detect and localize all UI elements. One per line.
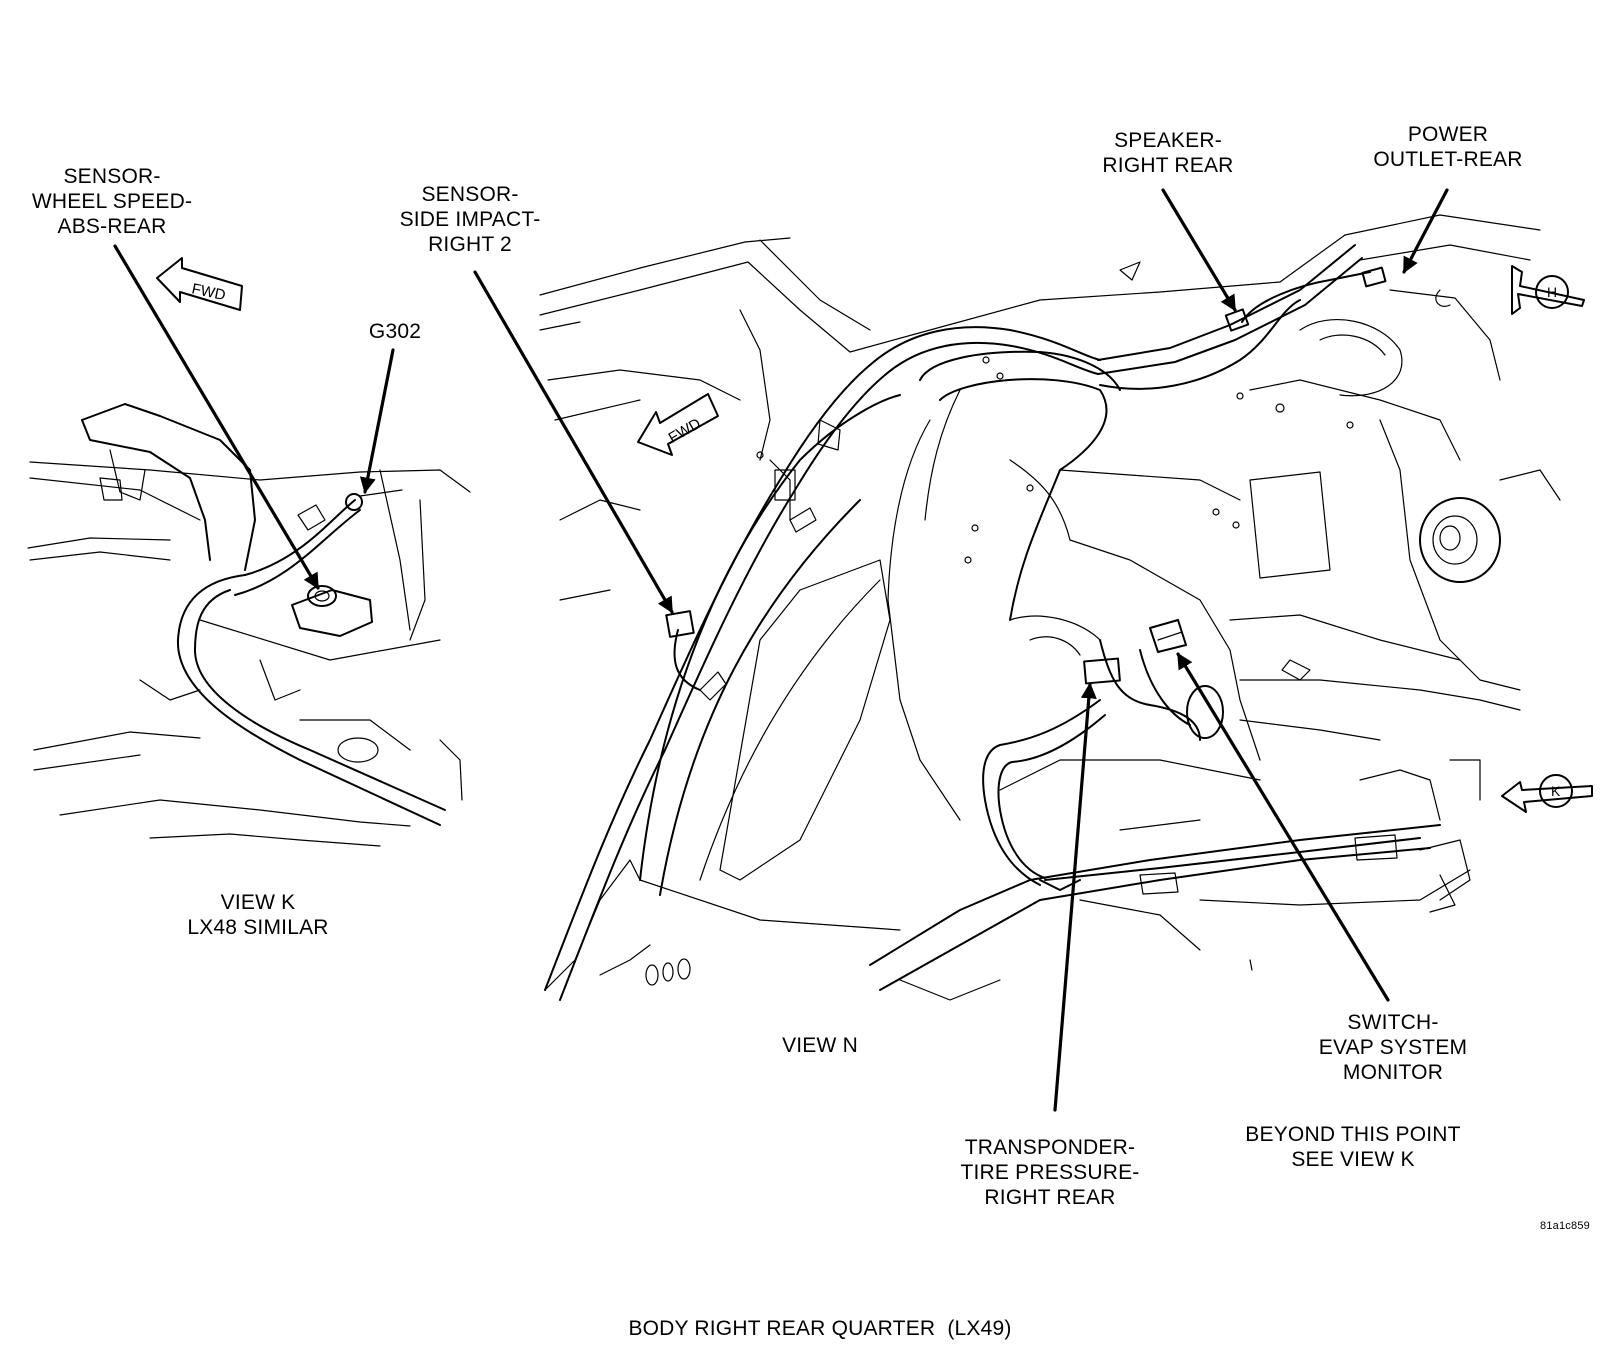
label-speaker-right-rear: SPEAKER- RIGHT REAR: [1102, 129, 1234, 177]
svg-text:H: H: [1547, 284, 1557, 300]
svg-text:FWD: FWD: [666, 415, 704, 447]
view-h-indicator: H: [1511, 265, 1585, 315]
wiring-diagram: FWD: [27, 188, 1593, 1112]
fwd-arrow-view-n: FWD: [637, 393, 719, 456]
svg-text:K: K: [1551, 783, 1561, 799]
svg-text:FWD: FWD: [190, 280, 227, 304]
label-view-n: VIEW N: [782, 1034, 858, 1057]
fwd-arrow-view-k: FWD: [156, 257, 243, 311]
leader-lines: [113, 188, 1449, 1112]
figure-id: 81a1c859: [1540, 1220, 1590, 1232]
label-view-k: VIEW K LX48 SIMILAR: [187, 891, 329, 939]
label-power-outlet-rear: POWER OUTLET-REAR: [1373, 123, 1523, 171]
label-g302: G302: [368, 320, 422, 343]
label-sensor-wheel-speed: SENSOR- WHEEL SPEED- ABS-REAR: [31, 165, 193, 238]
label-beyond-point: BEYOND THIS POINT SEE VIEW K: [1245, 1123, 1461, 1171]
label-transponder: TRANSPONDER- TIRE PRESSURE- RIGHT REAR: [960, 1136, 1140, 1209]
view-k-indicator: K: [1501, 774, 1593, 813]
label-sensor-side-impact: SENSOR- SIDE IMPACT- RIGHT 2: [399, 183, 541, 256]
label-switch-evap: SWITCH- EVAP SYSTEM MONITOR: [1318, 1011, 1468, 1084]
view-n-drawing: [539, 214, 1561, 1001]
figure-caption: BODY RIGHT REAR QUARTER (LX49): [628, 1317, 1012, 1340]
wiring-harness-main: [544, 244, 1421, 1001]
view-k-drawing: [27, 403, 471, 847]
